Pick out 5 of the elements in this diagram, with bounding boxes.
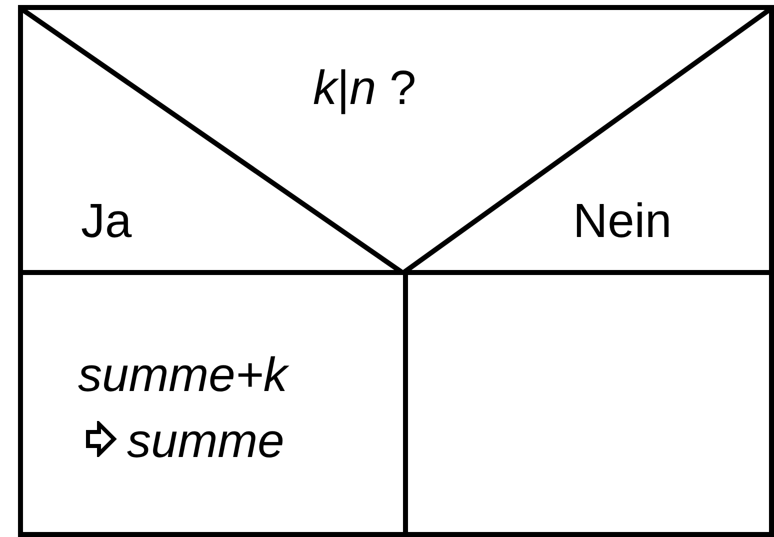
branch-label: Nein (573, 198, 672, 246)
condition-text: k|n ? (313, 65, 416, 113)
branch-label: Ja (81, 198, 132, 246)
assignment-text: summe+k (78, 352, 288, 400)
assignment-text: summe (127, 418, 284, 466)
